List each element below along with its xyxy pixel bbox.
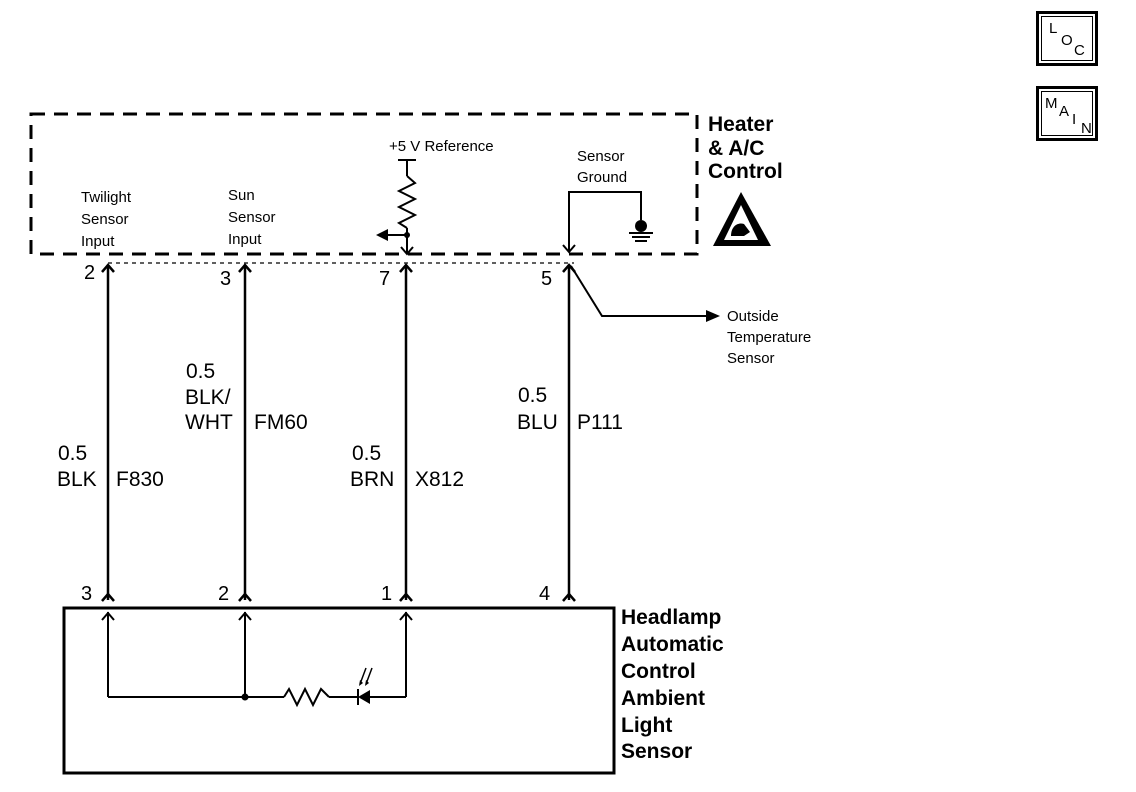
main-letter-m: M (1045, 95, 1058, 112)
location-letter-l: L (1049, 20, 1058, 37)
wire-size-f830: 0.5 (58, 442, 88, 465)
wire-color-x812: BRN (350, 468, 395, 491)
top-pin-ground: 5 (541, 268, 553, 290)
wire-fm60 (238, 263, 252, 602)
reference-resistor (386, 159, 418, 254)
bottom-pin-f830: 3 (81, 583, 93, 605)
bottom-pin-fm60: 2 (218, 583, 230, 605)
wire-size-x812: 0.5 (352, 442, 382, 465)
wire-f830 (101, 263, 115, 602)
sensor-junction (241, 693, 249, 701)
esd-warning-icon (713, 192, 771, 246)
top-pin-sun: 3 (220, 268, 232, 290)
location-letter-c: C (1074, 42, 1085, 59)
hvac-module-name: Heater & A/C Control (708, 113, 783, 184)
main-button[interactable]: M A I N (1036, 86, 1098, 141)
photodiode-icon (357, 667, 373, 705)
bottom-pin-p111: 4 (539, 583, 551, 605)
sensor-internal-circuit (101, 611, 413, 708)
circuit-p111: P111 (577, 411, 623, 434)
outside-temp-sensor-label: Outside Temperature Sensor (727, 308, 812, 367)
main-letter-i: I (1072, 111, 1077, 128)
circuit-fm60: FM60 (254, 411, 308, 434)
location-letter-o: O (1061, 32, 1073, 49)
top-pin-reference: 7 (379, 268, 391, 290)
wire-color-f830: BLK (57, 468, 97, 491)
wire-size-fm60: 0.5 (186, 360, 216, 383)
wire-p111 (562, 263, 576, 602)
twilight-sensor-input-label: Twilight Sensor Input (81, 189, 132, 250)
wire-x812 (399, 263, 413, 602)
reference-node (404, 232, 410, 238)
sensor-ground-label: Sensor Ground (577, 148, 628, 186)
bottom-pin-x812: 1 (381, 583, 393, 605)
top-pin-twilight: 2 (84, 262, 96, 284)
main-letter-n: N (1081, 120, 1092, 137)
sensor-ground-circuit (562, 191, 642, 254)
circuit-x812: X812 (415, 468, 465, 491)
reference-signal-arrow (376, 229, 388, 241)
location-button[interactable]: L O C (1036, 11, 1098, 66)
wire-color-p111: BLU (517, 411, 558, 434)
ambient-light-sensor-name: Headlamp Automatic Control Ambient Light… (621, 606, 724, 764)
wire-color-fm60-line1: BLK/ (185, 386, 231, 409)
main-letter-a: A (1059, 103, 1070, 120)
wire-size-p111: 0.5 (518, 384, 548, 407)
ambient-light-sensor-box (62, 606, 616, 775)
ground-icon (629, 220, 653, 242)
circuit-f830: F830 (116, 468, 164, 491)
wire-color-fm60-line2: WHT (185, 411, 233, 434)
reference-pin-arrow (400, 246, 414, 256)
outside-temp-branch (570, 265, 720, 322)
sun-sensor-input-label: Sun Sensor Input (228, 187, 276, 248)
reference-voltage-label: +5 V Reference (389, 138, 494, 155)
hvac-module-boundary (29, 112, 699, 256)
